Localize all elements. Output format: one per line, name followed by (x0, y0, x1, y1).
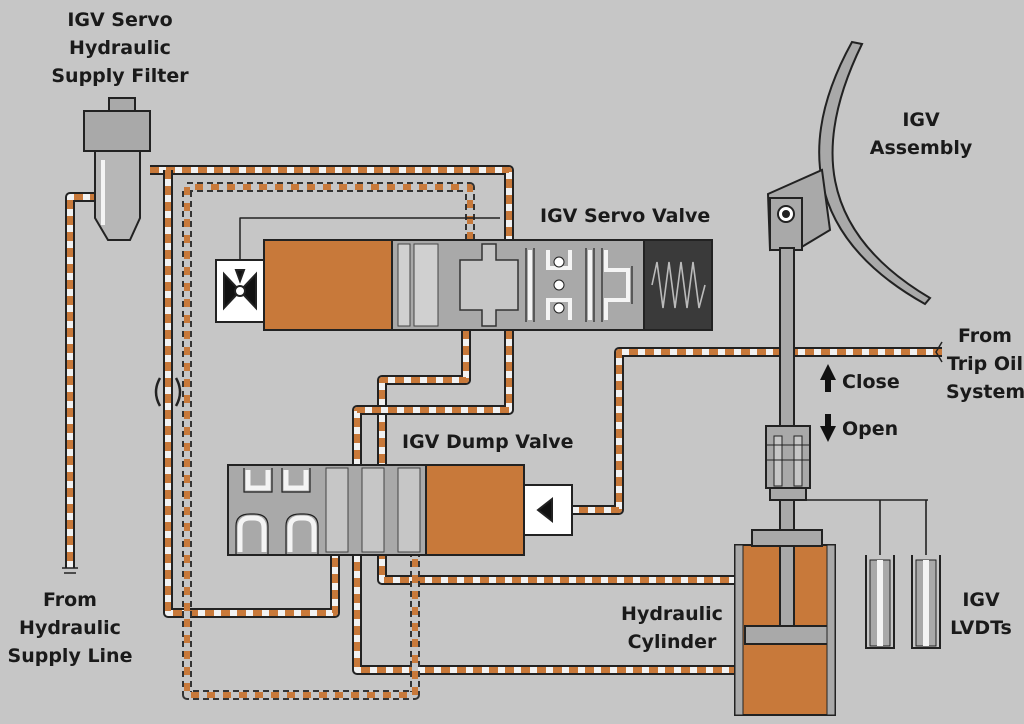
open-label: Open (842, 418, 899, 440)
dump-valve (227, 464, 573, 556)
cylinder-rod (765, 247, 811, 531)
close-label: Close (842, 371, 900, 393)
filter-label: IGV Servo Hydraulic Supply Filter (51, 9, 189, 87)
open-arrow-icon (820, 414, 836, 442)
lvdt-link (806, 499, 928, 555)
servo-supply-pipe (150, 165, 514, 240)
igv-assembly (766, 40, 932, 306)
supply-line-label: From Hydraulic Supply Line (7, 589, 133, 667)
lvdt-right (911, 555, 941, 649)
torque-motor-icon (223, 269, 257, 311)
trip-oil-end (935, 341, 943, 363)
trip-oil-label: From Trip Oil System (946, 325, 1024, 403)
supply-filter (83, 97, 151, 241)
servo-valve-label: IGV Servo Valve (540, 205, 711, 227)
servo-spring-icon (651, 261, 706, 309)
dump-valve-label: IGV Dump Valve (402, 431, 574, 453)
servo-valve (215, 239, 713, 331)
lvdts-label: IGV LVDTs (950, 589, 1012, 639)
close-arrow-icon (820, 364, 836, 392)
igv-vane-ring (818, 40, 932, 306)
dump-valve-pilot-arrow-icon (536, 496, 553, 524)
pilot-line (239, 217, 500, 260)
lvdt-left (865, 555, 895, 649)
cylinder-label: Hydraulic Cylinder (621, 603, 723, 653)
supply-line-end (62, 567, 78, 574)
supply-line-pipe (65, 192, 99, 568)
orifice-icon (154, 377, 182, 407)
hydraulic-cylinder (734, 529, 836, 716)
assembly-label: IGV Assembly (869, 109, 973, 159)
